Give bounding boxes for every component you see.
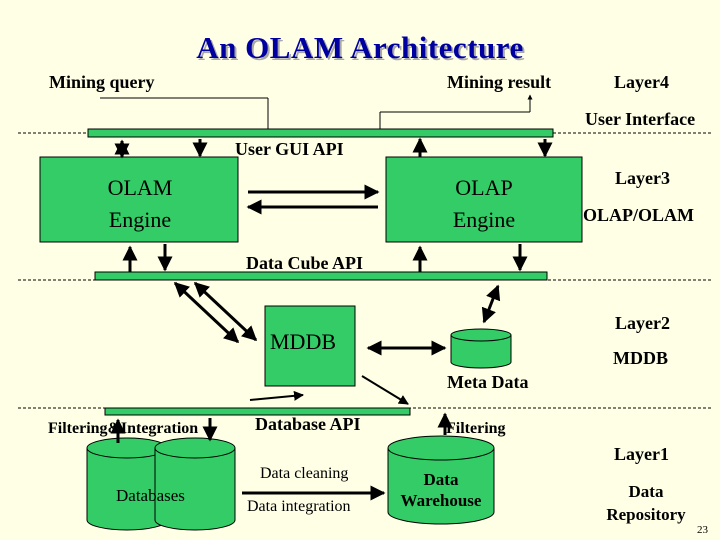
mddb-box-label: MDDB bbox=[270, 329, 337, 354]
boxes bbox=[39, 128, 583, 416]
data-warehouse-label: Data Warehouse bbox=[388, 469, 494, 511]
database-api-label: Database API bbox=[255, 414, 361, 434]
data-repository-line2: Repository bbox=[606, 505, 686, 524]
meta-data-cylinder bbox=[450, 328, 512, 369]
databases-cylinders bbox=[86, 437, 236, 531]
mining-lines bbox=[100, 94, 533, 129]
databases-label: Databases bbox=[116, 486, 185, 505]
olap-engine-label: OLAP Engine bbox=[386, 172, 582, 236]
data-cleaning-label: Data cleaning bbox=[260, 465, 349, 482]
user-interface-label: User Interface bbox=[585, 109, 696, 129]
arrows bbox=[110, 137, 553, 501]
layer2-label: Layer2 bbox=[615, 313, 670, 333]
meta-data-label: Meta Data bbox=[447, 372, 529, 392]
filtering-integration-label: Filtering&Integration bbox=[48, 420, 199, 437]
data-warehouse-line2: Warehouse bbox=[400, 491, 482, 510]
layer3-label: Layer3 bbox=[615, 168, 670, 188]
arrow-cube-meta bbox=[481, 284, 501, 324]
page-number: 23 bbox=[697, 524, 708, 536]
layer4-label: Layer4 bbox=[614, 72, 669, 92]
olap-engine-line1: OLAP bbox=[455, 175, 513, 200]
olam-engine-box bbox=[39, 156, 239, 243]
filtering-label: Filtering bbox=[446, 420, 506, 437]
olam-engine-label: OLAM Engine bbox=[40, 172, 240, 236]
data-repository-label: Data Repository bbox=[592, 480, 700, 526]
layer1-label: Layer1 bbox=[614, 444, 669, 464]
data-cube-api-bar bbox=[94, 271, 548, 281]
data-cube-api-label: Data Cube API bbox=[246, 253, 364, 273]
olap-engine-box bbox=[385, 156, 583, 243]
mddb-layer-label: MDDB bbox=[613, 348, 668, 368]
mddb-box bbox=[264, 305, 356, 387]
database-api-bar bbox=[104, 407, 411, 416]
mining-result-label: Mining result bbox=[447, 72, 552, 92]
arrow-cube-mddb-2 bbox=[193, 281, 258, 342]
data-warehouse-cylinder bbox=[387, 435, 495, 525]
user-gui-api-bar bbox=[87, 128, 554, 138]
mining-query-label: Mining query bbox=[49, 72, 155, 92]
arrow-mddb-dbapi-left bbox=[249, 390, 304, 401]
data-repository-line1: Data bbox=[628, 482, 664, 501]
olam-engine-line1: OLAM bbox=[107, 175, 173, 200]
olap-engine-line2: Engine bbox=[452, 207, 516, 232]
data-integration-label: Data integration bbox=[247, 498, 351, 515]
arrow-mddb-dbapi-right bbox=[361, 375, 409, 405]
page-title: An OLAM Architecture bbox=[196, 30, 524, 65]
data-warehouse-line1: Data bbox=[423, 470, 459, 489]
olam-engine-line2: Engine bbox=[108, 207, 172, 232]
user-gui-api-label: User GUI API bbox=[235, 139, 344, 159]
olap-olam-label: OLAP/OLAM bbox=[583, 205, 694, 225]
